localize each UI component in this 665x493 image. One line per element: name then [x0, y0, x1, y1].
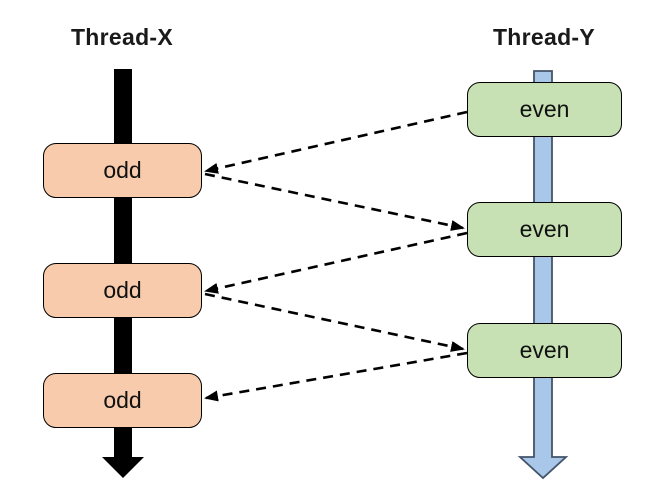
handoff-arrow-even3-odd3: [204, 351, 468, 402]
even-box-3: even: [467, 323, 622, 378]
thread-x-title: Thread-X: [70, 24, 174, 50]
odd-box-2: odd: [43, 263, 202, 318]
even-box-2: even: [467, 202, 622, 257]
odd-box-3: odd: [43, 373, 202, 428]
handoff-arrow-even1-odd1: [204, 110, 468, 174]
handoff-arrow-odd1-even2: [204, 172, 465, 231]
odd-box-1: odd: [43, 143, 202, 198]
even-box-1: even: [467, 82, 622, 137]
handoff-arrow-odd2-even3: [204, 292, 465, 352]
thread-y-title: Thread-Y: [492, 24, 596, 50]
handoff-arrow-even2-odd2: [204, 231, 468, 294]
